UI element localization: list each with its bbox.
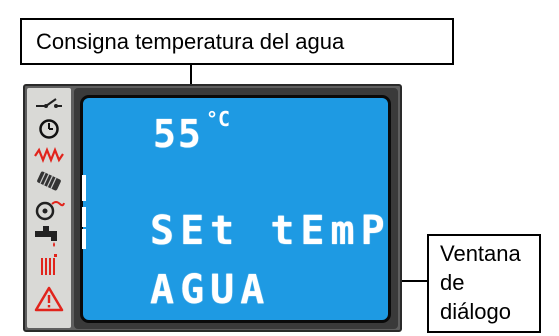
lcd-dialog-line-1: SEt tEmP [150,208,391,254]
heater-bars-icon [27,252,71,278]
lcd-screen [80,95,391,323]
water-tap-icon [27,224,71,250]
lcd-indicator-bar-2 [82,207,86,227]
lcd-indicator-bar-1 [82,175,86,201]
dialog-callout-line-3: diálogo [440,299,511,324]
setpoint-callout-label: Consigna temperatura del agua [36,29,345,54]
warning-triangle-icon [27,286,71,312]
dialog-callout-line-2: de [440,270,465,295]
lcd-temperature-unit: °C [206,107,231,131]
status-icon-column [27,88,71,328]
pump-icon [27,196,71,222]
lcd-dialog-line-2: AGUA [150,267,271,313]
switch-icon [27,90,71,116]
clock-icon [27,116,71,142]
dialog-callout-line-1: Ventana [440,241,521,266]
radiator-icon [27,168,71,194]
heating-zigzag-icon [27,142,71,168]
setpoint-callout: Consigna temperatura del agua [20,18,454,65]
lcd-indicator-bar-3 [82,229,86,249]
dialog-window-callout: Ventana de diálogo [427,234,541,333]
lcd-temperature-value: 55 [153,112,203,156]
